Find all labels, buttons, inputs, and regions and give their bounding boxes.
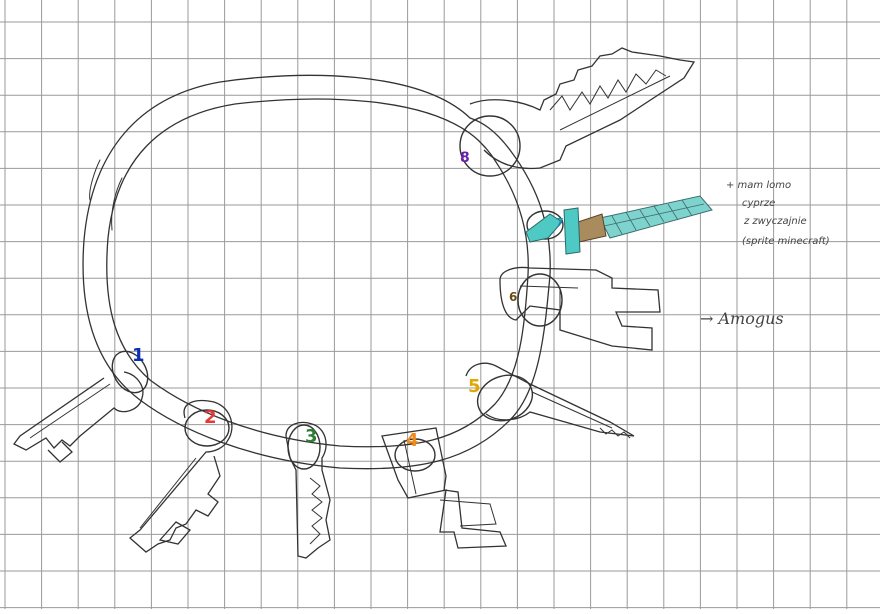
key-4: [381, 427, 507, 549]
key-label-8: 8: [460, 150, 470, 166]
keyring-loop: [82, 74, 551, 470]
key-1: [13, 371, 144, 463]
key-2: [128, 399, 233, 553]
key-label-4: 4: [406, 430, 419, 451]
sword-note-line-3: z zwyczajnie: [743, 216, 807, 227]
sword-annotation: + mam lomo cyprze z zwyczajnie (sprite m…: [726, 180, 830, 247]
amogus-annotation: → Amogus: [700, 309, 784, 328]
key-label-5: 5: [468, 376, 481, 397]
key-label-7: 7: [556, 216, 564, 229]
key-label-1: 1: [132, 345, 145, 366]
chain-links: [111, 115, 564, 472]
key-8: [469, 47, 696, 170]
key-3: [285, 421, 331, 559]
sword-note-line-1: + mam lomo: [726, 180, 791, 191]
key-number-labels: 1 2 3 4 5 6 7 8: [132, 150, 564, 451]
key-label-3: 3: [305, 426, 318, 447]
key-label-6: 6: [509, 290, 517, 304]
sword-note-line-2: cyprze: [742, 198, 775, 209]
key-6: [499, 266, 661, 351]
sword-note-line-4: (sprite minecraft): [742, 236, 830, 247]
minecraft-sword: [525, 195, 713, 255]
key-5: [465, 362, 635, 439]
key-label-2: 2: [204, 407, 217, 428]
